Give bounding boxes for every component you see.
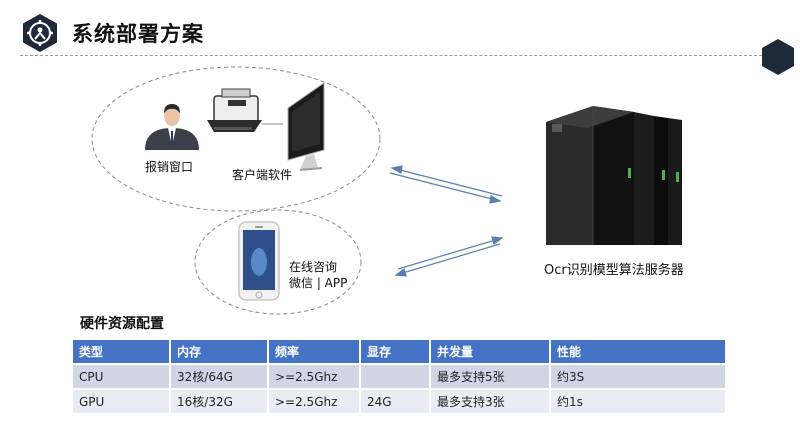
sync-arrows-lower (394, 236, 504, 277)
header-logo (20, 13, 60, 53)
resources-table: 类型 内存 频率 显存 并发量 性能 CPU 32核/64G >=2.5Ghz … (73, 340, 725, 413)
cell-vram: 24G (360, 388, 431, 413)
table-row: CPU 32核/64G >=2.5Ghz 最多支持5张 约3S (73, 363, 725, 389)
mobile-group-ellipse (194, 209, 362, 315)
resources-title: 硬件资源配置 (80, 316, 164, 332)
server-rack-icon (546, 106, 682, 245)
client-group-ellipse (91, 66, 381, 212)
cell-performance: 约1s (550, 388, 725, 413)
table-header-row: 类型 内存 频率 显存 并发量 性能 (73, 340, 725, 364)
col-frequency: 频率 (268, 340, 361, 364)
label-wechat-app: 微信 | APP (289, 276, 348, 290)
table-row: GPU 16核/32G >=2.5Ghz 24G 最多支持3张 约1s (73, 388, 725, 413)
cell-type: CPU (73, 363, 171, 389)
cell-concurrency: 最多支持5张 (430, 363, 551, 389)
corner-hex-icon (760, 38, 796, 76)
col-memory: 内存 (170, 340, 269, 364)
scanner-icon (207, 88, 262, 132)
label-online-consult: 在线咨询 (289, 260, 338, 274)
col-concurrency: 并发量 (430, 340, 551, 364)
smartphone-icon (238, 221, 280, 301)
cell-type: GPU (73, 388, 171, 413)
label-reimbursement-window: 报销窗口 (145, 160, 194, 174)
sync-arrows-upper (389, 165, 503, 204)
cell-concurrency: 最多支持3张 (430, 388, 551, 413)
col-type: 类型 (73, 340, 171, 364)
cell-frequency: >=2.5Ghz (268, 363, 361, 389)
cell-vram (360, 363, 431, 389)
col-performance: 性能 (550, 340, 725, 364)
cell-memory: 32核/64G (170, 363, 269, 389)
desktop-computer-icon (287, 82, 325, 171)
gear-hex-icon (23, 14, 57, 52)
cell-performance: 约3S (550, 363, 725, 389)
user-icon (145, 104, 199, 150)
page-title: 系统部署方案 (72, 22, 204, 46)
cell-frequency: >=2.5Ghz (268, 388, 361, 413)
col-vram: 显存 (360, 340, 431, 364)
label-client-software: 客户端软件 (232, 168, 293, 182)
title-divider (20, 55, 762, 56)
label-ocr-server: Ocr识别模型算法服务器 (544, 263, 684, 278)
cell-memory: 16核/32G (170, 388, 269, 413)
